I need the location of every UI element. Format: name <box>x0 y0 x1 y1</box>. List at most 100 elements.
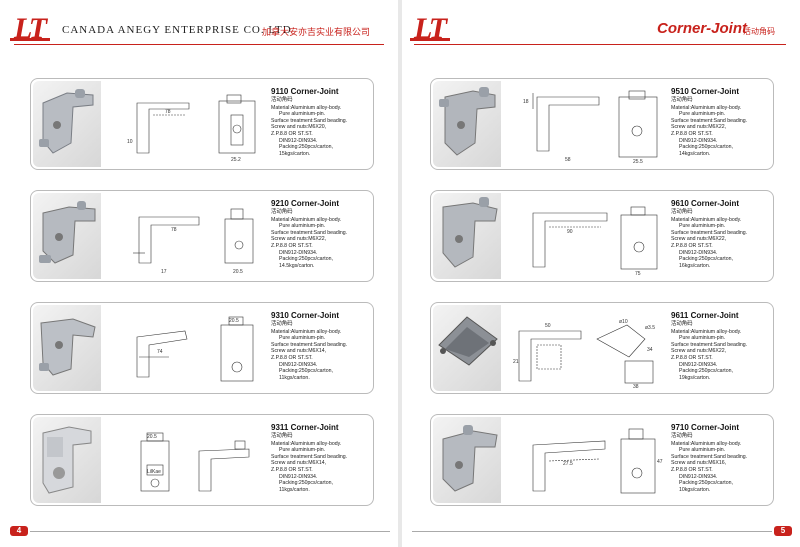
product-model: 9311 Corner-Joint <box>271 423 339 432</box>
product-photo <box>433 193 501 279</box>
spec-screw: Screw and nuts:M6X20, <box>271 124 327 131</box>
product-name-cn: 活动角码 <box>671 433 693 439</box>
company-name: CANADA ANEGY ENTERPRISE CO. LTD <box>62 24 292 36</box>
product-name-cn: 活动角码 <box>271 209 293 215</box>
spec-surface: Surface treatment:Sand beading. <box>271 229 348 236</box>
dim-label: 75 <box>635 271 641 277</box>
spec-weight: 11kgs/carton. <box>279 374 310 381</box>
product-card: 50 ø10 ø3.5 34 21 38 9611 Corner-Joint 活… <box>430 302 774 394</box>
product-name-cn: 活动角码 <box>271 97 293 103</box>
product-name-cn: 活动角码 <box>671 97 693 103</box>
spec-weight: 14.5kgs/carton. <box>279 262 315 269</box>
spec-zp: Z.P.8.8 OR ST.ST. <box>271 130 313 137</box>
technical-drawing: 18 58 25.5 <box>509 85 665 165</box>
technical-drawing: 90 75 <box>509 197 665 277</box>
product-photo <box>433 305 501 391</box>
product-name-cn: 活动角码 <box>671 209 693 215</box>
product-card: 78 17 20.5 9210 Corner-Joint 活动角码 Materi… <box>30 190 374 282</box>
spec-din: DIN912-DIN934. <box>679 137 718 144</box>
dim-label: 20.5 <box>229 318 239 324</box>
product-info: 9510 Corner-Joint 活动角码 Material:Aluminiu… <box>671 87 771 157</box>
product-card: 74 20.5 9310 Corner-Joint 活动角码 Material:… <box>30 302 374 394</box>
product-info: 9210 Corner-Joint 活动角码 Material:Aluminiu… <box>271 199 371 269</box>
dim-label: 34 <box>647 347 653 353</box>
spec-surface: Surface treatment:Sand beading. <box>671 117 748 124</box>
spec-weight: 14kgs/carton. <box>679 150 711 157</box>
brand-logo: LT <box>410 12 450 46</box>
technical-drawing: 27.5 47 <box>509 421 665 501</box>
spec-material: Material:Aluminium alloy-body. <box>671 440 742 447</box>
product-model: 9210 Corner-Joint <box>271 199 340 208</box>
product-card: 20.5 LilKae 9311 Corner-Joint 活动角码 Mater… <box>30 414 374 506</box>
product-card: 27.5 47 9710 Corner-Joint 活动角码 Material:… <box>430 414 774 506</box>
product-card: 90 75 9610 Corner-Joint 活动角码 Material:Al… <box>430 190 774 282</box>
spec-packing: Packing:250pcs/carton, <box>279 256 333 263</box>
spec-zp: Z.P.8.8 OR ST.ST. <box>671 130 713 137</box>
spec-weight: 11kgs/carton. <box>279 486 310 493</box>
spec-material: Material:Aluminium alloy-body. <box>671 216 742 223</box>
spec-zp: Z.P.8.8 OR ST.ST. <box>271 466 313 473</box>
brand-logo: LT <box>10 12 50 46</box>
dim-label: 20.5 <box>233 269 243 275</box>
spec-din: DIN912-DIN934. <box>279 249 318 256</box>
section-title-cn: 活动角码 <box>743 27 775 36</box>
product-model: 9510 Corner-Joint <box>671 87 740 96</box>
spec-weight: 19kgs/carton. <box>679 374 711 381</box>
spec-screw: Screw and nuts:M6X22, <box>271 236 327 243</box>
dim-label: 38 <box>633 384 639 389</box>
dim-label: 20.5 <box>147 434 157 440</box>
technical-drawing: 78 17 20.5 <box>109 197 265 277</box>
spec-screw: Screw and nuts:M6X22, <box>671 236 727 243</box>
spec-din: DIN912-DIN934. <box>279 361 318 368</box>
spec-zp: Z.P.8.8 OR ST.ST. <box>671 466 713 473</box>
spec-screw: Screw and nuts:M6X22, <box>671 124 727 131</box>
spec-packing: Packing:250pcs/carton, <box>679 368 733 375</box>
spec-material: Material:Aluminium alloy-body. <box>271 440 342 447</box>
spec-weight: 15kgs/carton. <box>279 150 311 157</box>
spec-material: Material:Aluminium alloy-body. <box>271 216 342 223</box>
spec-din: DIN912-DIN934. <box>679 361 718 368</box>
spec-surface: Surface treatment:Sand beading. <box>671 341 748 348</box>
dim-label: 50 <box>545 323 551 329</box>
spec-packing: Packing:250pcs/carton, <box>679 144 733 151</box>
dim-label: 90 <box>567 229 573 235</box>
spec-material: Material:Aluminium alloy-body. <box>671 104 742 111</box>
section-title: Corner-Joint <box>657 20 747 37</box>
spec-screw: Screw and nuts:M6X14, <box>271 460 327 467</box>
spec-packing: Packing:250pcs/carton, <box>279 144 333 151</box>
dim-label: 25.2 <box>231 157 241 163</box>
product-photo <box>433 81 501 167</box>
spec-weight: 10kgs/carton. <box>679 486 711 493</box>
spec-zp: Z.P.8.8 OR ST.ST. <box>671 354 713 361</box>
product-info: 9611 Corner-Joint 活动角码 Material:Aluminiu… <box>671 311 771 381</box>
dim-label: 58 <box>565 157 571 163</box>
spec-surface: Surface treatment:Sand beading. <box>271 117 348 124</box>
footer-rule <box>30 531 390 532</box>
dim-label: ø3.5 <box>645 325 655 331</box>
footer-rule <box>412 531 772 532</box>
page-number: 5 <box>774 526 792 536</box>
dim-label: 78 <box>171 227 177 233</box>
product-model: 9610 Corner-Joint <box>671 199 740 208</box>
spec-zp: Z.P.8.8 OR ST.ST. <box>671 242 713 249</box>
product-info: 9710 Corner-Joint 活动角码 Material:Aluminiu… <box>671 423 771 493</box>
product-photo <box>33 81 101 167</box>
dim-label: 10 <box>127 139 133 145</box>
spec-pin: Pure aluminium-pin. <box>679 335 726 342</box>
dim-label: 18 <box>523 99 529 105</box>
spec-packing: Packing:250pcs/carton, <box>679 256 733 263</box>
spec-pin: Pure aluminium-pin. <box>279 447 326 454</box>
company-name-cn: 加拿大安亦吉实业有限公司 <box>262 27 371 37</box>
product-card: 18 58 25.5 9510 Corner-Joint 活动角码 Materi… <box>430 78 774 170</box>
spec-din: DIN912-DIN934. <box>279 473 318 480</box>
book-spine <box>398 0 402 547</box>
spec-pin: Pure aluminium-pin. <box>679 223 726 230</box>
product-model: 9310 Corner-Joint <box>271 311 340 320</box>
dim-label: 78 <box>165 109 171 115</box>
spec-din: DIN912-DIN934. <box>679 249 718 256</box>
technical-drawing: 20.5 LilKae <box>109 421 265 501</box>
spec-zp: Z.P.8.8 OR ST.ST. <box>271 354 313 361</box>
product-name-cn: 活动角码 <box>671 321 693 327</box>
catalog-page-left: LT CANADA ANEGY ENTERPRISE CO. LTD 加拿大安亦… <box>0 0 398 547</box>
product-info: 9311 Corner-Joint 活动角码 Material:Aluminiu… <box>271 423 371 493</box>
